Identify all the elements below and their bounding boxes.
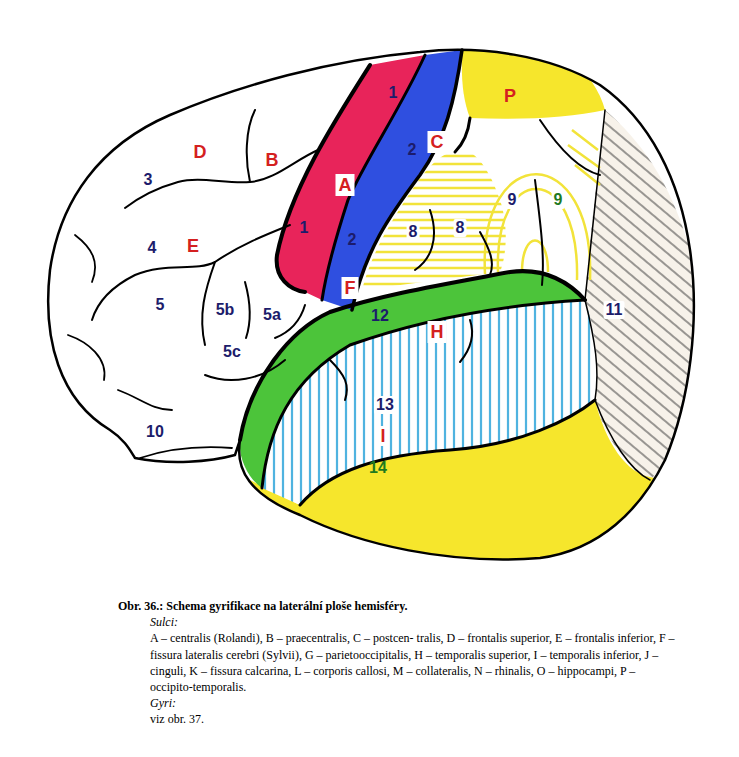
sulcus-letter: C bbox=[428, 131, 447, 153]
gyrus-number: 14 bbox=[369, 460, 387, 476]
parietal-sulcus bbox=[540, 120, 600, 175]
sulcus-letter: P bbox=[504, 87, 516, 105]
gyrus-number: 2 bbox=[408, 142, 417, 158]
brain-outline bbox=[48, 50, 694, 560]
temporal-branch bbox=[460, 320, 472, 362]
sulcus-letter: A bbox=[336, 174, 355, 196]
sulcus-letter: H bbox=[428, 321, 447, 343]
frontal-branch bbox=[205, 360, 285, 380]
gyrus-number: 9 bbox=[552, 191, 565, 209]
parietal-hatch bbox=[568, 130, 600, 185]
gyrus-number: 10 bbox=[146, 424, 164, 440]
gyrus-number: 1 bbox=[300, 220, 309, 236]
superior-frontal-sulcus bbox=[125, 150, 318, 208]
supramarginal-sulcus bbox=[480, 232, 492, 275]
gyrus-number: 5 bbox=[156, 297, 165, 313]
sulci bbox=[68, 50, 650, 505]
gyrus-number: 8 bbox=[407, 223, 420, 241]
sulcus-letter: F bbox=[342, 277, 359, 299]
intraparietal-sulcus bbox=[455, 118, 470, 152]
gyrus-number: 3 bbox=[144, 172, 153, 188]
gyrus-number: 5b bbox=[216, 302, 235, 318]
postcentral-sulcus bbox=[352, 50, 462, 310]
angular-arc bbox=[522, 241, 548, 273]
gyrus-number: 8 bbox=[454, 219, 467, 237]
gyrus-number: 4 bbox=[148, 240, 157, 256]
gyrus-number: 1 bbox=[389, 85, 398, 101]
superior-parietal-lobule bbox=[462, 50, 605, 119]
gyrus-number: 5c bbox=[223, 344, 241, 360]
caption-note: viz obr. 37. bbox=[150, 711, 678, 727]
orbital-line bbox=[140, 447, 232, 458]
figure-caption: Obr. 36.: Schema gyrifikace na laterální… bbox=[118, 598, 678, 614]
caption-legend-text: A – centralis (Rolandi), B – praecentral… bbox=[150, 630, 678, 695]
precentral-sulcus bbox=[277, 65, 370, 292]
occipital-border bbox=[585, 110, 650, 480]
frontal-branch bbox=[202, 262, 215, 345]
caption-heading: Sulci: bbox=[150, 614, 678, 630]
gyrus-number: 11 bbox=[604, 301, 625, 319]
frontal-pole-sulcus bbox=[68, 335, 105, 380]
gyrus-number: 12 bbox=[371, 308, 389, 324]
angular-sulcus bbox=[535, 180, 543, 285]
sulcus-letter: I bbox=[378, 426, 387, 446]
gyrus-number: 13 bbox=[374, 396, 396, 414]
temporal-branch bbox=[330, 360, 347, 400]
frontal-pole-sulcus bbox=[118, 390, 172, 410]
gyrus-number: 2 bbox=[348, 232, 357, 248]
sulcus-letter: D bbox=[194, 143, 207, 161]
gyrus-number: 9 bbox=[506, 191, 519, 209]
gyrus-number: 5a bbox=[263, 307, 281, 323]
angular-arc bbox=[485, 174, 590, 280]
caption-heading: Gyri: bbox=[150, 695, 678, 711]
caption-block: Obr. 36.: Schema gyrifikace na laterální… bbox=[118, 598, 678, 728]
gyri-fills bbox=[230, 50, 700, 580]
central-sulcus bbox=[322, 55, 425, 300]
frontal-branch bbox=[245, 282, 250, 338]
lateral-fissure bbox=[240, 271, 585, 440]
sulcus-letter: B bbox=[266, 151, 279, 169]
sulcus-letter: E bbox=[187, 237, 199, 255]
frontal-pole-sulcus bbox=[75, 235, 95, 282]
frontal-branch bbox=[247, 110, 255, 182]
inferior-temporal-sulcus bbox=[300, 400, 595, 505]
superior-temporal-sulcus bbox=[262, 300, 585, 488]
inferior-frontal-sulcus bbox=[92, 225, 290, 320]
